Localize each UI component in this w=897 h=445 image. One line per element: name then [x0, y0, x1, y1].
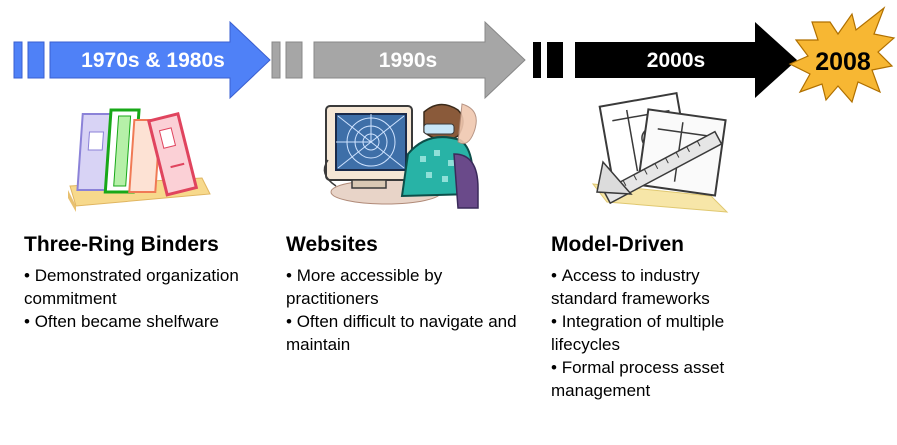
arrow-1990s: 1990s — [271, 20, 526, 100]
arrow-2-label: 1990s — [379, 49, 437, 72]
milestone-2008-burst: 2008 — [788, 6, 896, 104]
arrow-2-tick-1 — [271, 41, 281, 79]
computer-user-icon — [323, 103, 479, 209]
arrow-2-body — [313, 20, 526, 100]
arrow-1970s-1980s: 1970s & 1980s — [13, 20, 271, 100]
era-point: Access to industry standard frameworks — [551, 264, 751, 310]
era-title: Websites — [286, 233, 378, 256]
era-point: More accessible by practitioners — [286, 264, 522, 310]
milestone-label: 2008 — [815, 48, 871, 76]
arrow-1-tick-1 — [13, 41, 23, 79]
era-point: Often difficult to navigate and maintain — [286, 310, 522, 356]
era-point: Demonstrated organization commitment — [24, 264, 254, 310]
era-points: More accessible by practitioners Often d… — [286, 264, 522, 356]
arrow-1-body — [49, 20, 271, 100]
era-title: Three-Ring Binders — [24, 233, 219, 256]
arrow-3-tick-1 — [533, 42, 541, 78]
era-point: Integration of multiple lifecycles — [551, 310, 751, 356]
arrow-2000s: 2000s — [533, 22, 797, 98]
blueprints-icon — [591, 91, 729, 213]
arrow-2-tick-2 — [285, 41, 303, 79]
era-point: Formal process asset management — [551, 356, 751, 402]
era-points: Demonstrated organization commitment Oft… — [24, 264, 254, 333]
era-websites: Websites More accessible by practitioner… — [286, 232, 522, 356]
arrow-3-body — [575, 22, 797, 98]
arrow-1-label: 1970s & 1980s — [81, 49, 225, 72]
era-title: Model-Driven — [551, 233, 685, 256]
arrow-3-tick-2 — [547, 42, 563, 78]
timeline: 1970s & 1980s 1990s 2000s 2008 — [13, 6, 896, 104]
era-point: Often became shelfware — [24, 310, 254, 333]
era-model-driven: Model-Driven Access to industry standard… — [551, 232, 751, 402]
arrow-3-label: 2000s — [647, 49, 705, 72]
starburst-shape — [788, 6, 896, 104]
era-points: Access to industry standard frameworks I… — [551, 264, 751, 402]
arrow-1-tick-2 — [27, 41, 45, 79]
binders-icon — [68, 108, 211, 212]
era-three-ring-binders: Three-Ring Binders Demonstrated organiza… — [24, 232, 254, 333]
